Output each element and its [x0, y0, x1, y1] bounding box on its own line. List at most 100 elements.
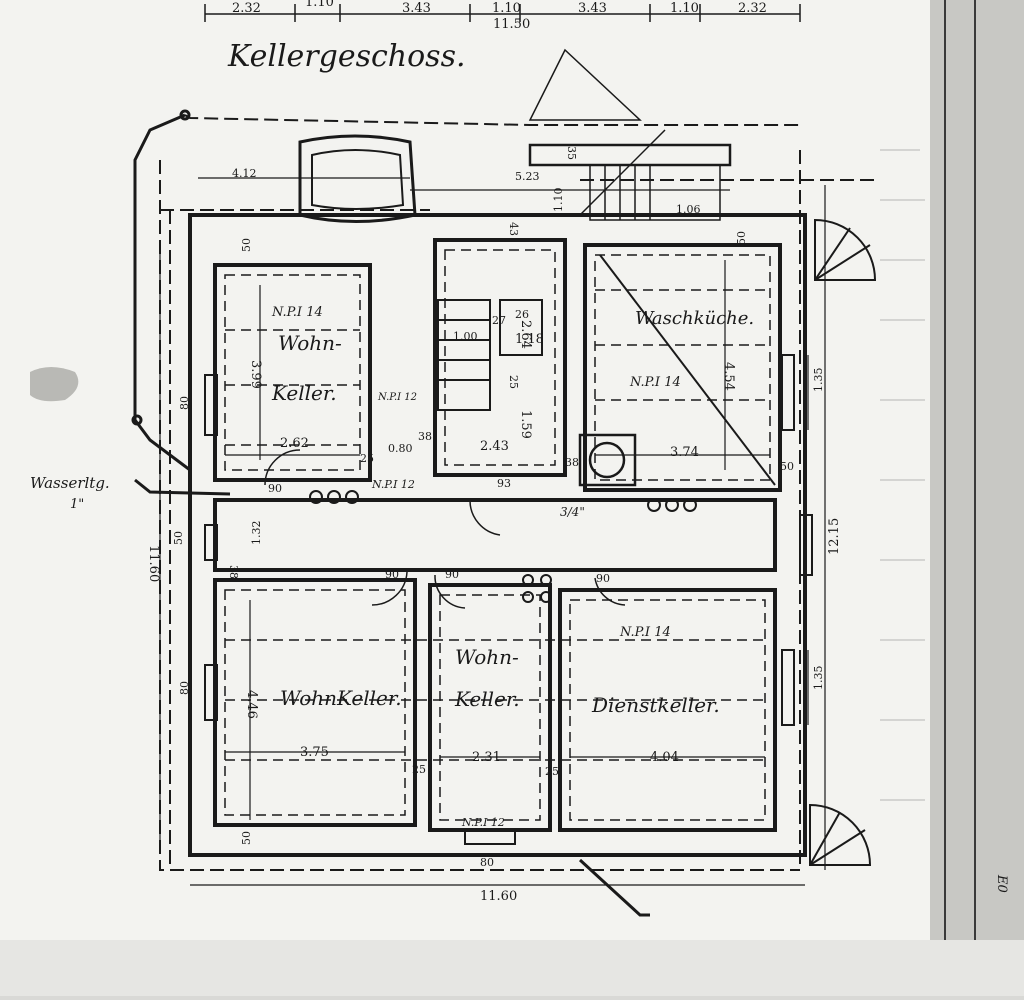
annotations: Wasserltg. 1" 3/4" N.P.I 12 N.P.I 12 N.P…	[30, 392, 1009, 893]
dim-label: 80	[178, 396, 191, 410]
misc-dimensions: 4.12 5.23 1.06 1.10 35 50 50 50 50 50 43…	[146, 146, 842, 904]
dim-label: 38	[565, 456, 579, 469]
room-labels: N.P.I 14 Wohn- Keller. Waschküche. N.P.I…	[271, 305, 754, 717]
top-dim: 2.32	[738, 1, 767, 16]
room-name: Keller.	[454, 687, 520, 711]
room-name: WohnKeller.	[280, 686, 402, 710]
pipe-size-label: 3/4"	[560, 505, 585, 519]
water-line-size: 1"	[70, 497, 84, 512]
water-pipe	[131, 109, 231, 496]
dim-label: 1.06	[676, 203, 701, 216]
room-profile-label: N.P.I 14	[619, 625, 671, 640]
top-dim: 3.43	[402, 1, 431, 16]
dim-label: 38	[227, 565, 240, 579]
edge-mark: E0	[994, 874, 1009, 893]
dim-label: 27	[492, 314, 506, 327]
dim-label: 4.12	[232, 167, 257, 180]
dim-label: 43	[507, 222, 520, 236]
dim-label: 50	[240, 831, 253, 845]
top-dimension-line	[204, 4, 801, 22]
dim-label: 50	[172, 531, 185, 545]
lower-scan-edge	[0, 940, 1024, 996]
top-dim: 3.43	[578, 1, 607, 16]
building-walls	[188, 213, 807, 857]
room-dashed-lines	[224, 249, 771, 821]
meter-circles	[309, 490, 697, 603]
dim-label: 1.35	[812, 368, 825, 393]
dim-label: 50	[240, 238, 253, 252]
top-dim: 2.32	[232, 1, 261, 16]
dim-label: 0.80	[388, 442, 413, 455]
dim-label: 12.15	[827, 518, 842, 555]
light-shaft-inner	[311, 149, 405, 210]
dim-label: 26	[515, 308, 529, 321]
beam-profile-label: N.P.I 12	[461, 816, 505, 829]
dim-label: 2.62	[280, 436, 309, 451]
dim-label: 80	[178, 681, 191, 695]
dim-label: 2.43	[480, 439, 509, 454]
dim-label: 1.32	[250, 521, 263, 546]
dim-label: 90	[268, 482, 282, 495]
dim-label: 50	[780, 460, 794, 473]
hatched-ground	[880, 149, 925, 801]
boiler-icon	[588, 441, 626, 479]
dim-label: 80	[480, 856, 494, 869]
dim-label: 1.35	[812, 666, 825, 691]
door-swings	[264, 449, 626, 609]
punch-hole	[30, 367, 79, 402]
drain-pipe	[578, 858, 650, 917]
dim-label: 1.18	[515, 332, 544, 347]
outside-stair-slope	[528, 48, 642, 121]
room-dimensions: 3.99 2.62 1.00 2.64 1.18 2.43 1.59 4.54 …	[244, 320, 736, 765]
dim-label: 50	[735, 231, 748, 245]
laundry-diagonal	[599, 254, 776, 486]
top-dim: 1.10	[492, 1, 521, 16]
dim-label: 25	[360, 452, 374, 465]
dim-label: 4.04	[650, 750, 679, 765]
dim-label: 5.23	[515, 170, 540, 183]
top-dim: 1.10	[305, 0, 334, 10]
dim-label: 11.60	[146, 545, 161, 582]
room-name: Waschküche.	[635, 308, 754, 329]
room-profile-label: N.P.I 14	[629, 375, 681, 390]
room-name: Keller.	[271, 381, 337, 405]
dim-label: 25	[412, 763, 426, 776]
beam-profile-label: N.P.I 12	[377, 392, 417, 403]
room-name: Wohn-	[278, 331, 342, 355]
dim-label: 1.59	[518, 410, 533, 439]
dim-label: 90	[596, 572, 610, 585]
dim-label: 1.00	[453, 330, 478, 343]
room-name: Dienstkeller.	[591, 693, 720, 717]
drawing-title: Kellergeschoss.	[227, 39, 466, 74]
windows	[204, 354, 813, 845]
beam-profile-label: N.P.I 12	[371, 478, 415, 491]
top-dim: 11.50	[493, 17, 530, 32]
boiler-base	[578, 433, 637, 487]
dim-label: 35	[565, 146, 578, 160]
entrance-stair	[579, 129, 721, 221]
dim-label: 90	[445, 568, 459, 581]
water-line-label: Wasserltg.	[30, 474, 110, 492]
dim-label: 2.31	[472, 750, 501, 765]
site-boundary	[159, 114, 880, 871]
dim-label: 93	[497, 477, 511, 490]
dimension-lines	[159, 177, 826, 886]
dim-label: 38	[418, 430, 432, 443]
top-dim: 1.10	[670, 1, 699, 16]
cellar-stair	[437, 299, 543, 411]
room-name: Wohn-	[455, 645, 519, 669]
dim-label: 3.75	[300, 745, 329, 760]
room-profile-label: N.P.I 14	[271, 305, 323, 320]
dim-label: 2.64	[518, 320, 533, 349]
dim-label: 4.54	[721, 362, 736, 391]
dim-label: 4.46	[244, 690, 259, 719]
dim-label: 3.74	[670, 445, 699, 460]
dim-label: 1.10	[552, 188, 565, 213]
spiral-stair-top	[814, 218, 877, 281]
dim-label: 3.99	[248, 360, 263, 389]
dim-label: 90	[385, 568, 399, 581]
dim-label: 25	[545, 765, 559, 778]
ruler-ticks	[944, 0, 976, 950]
